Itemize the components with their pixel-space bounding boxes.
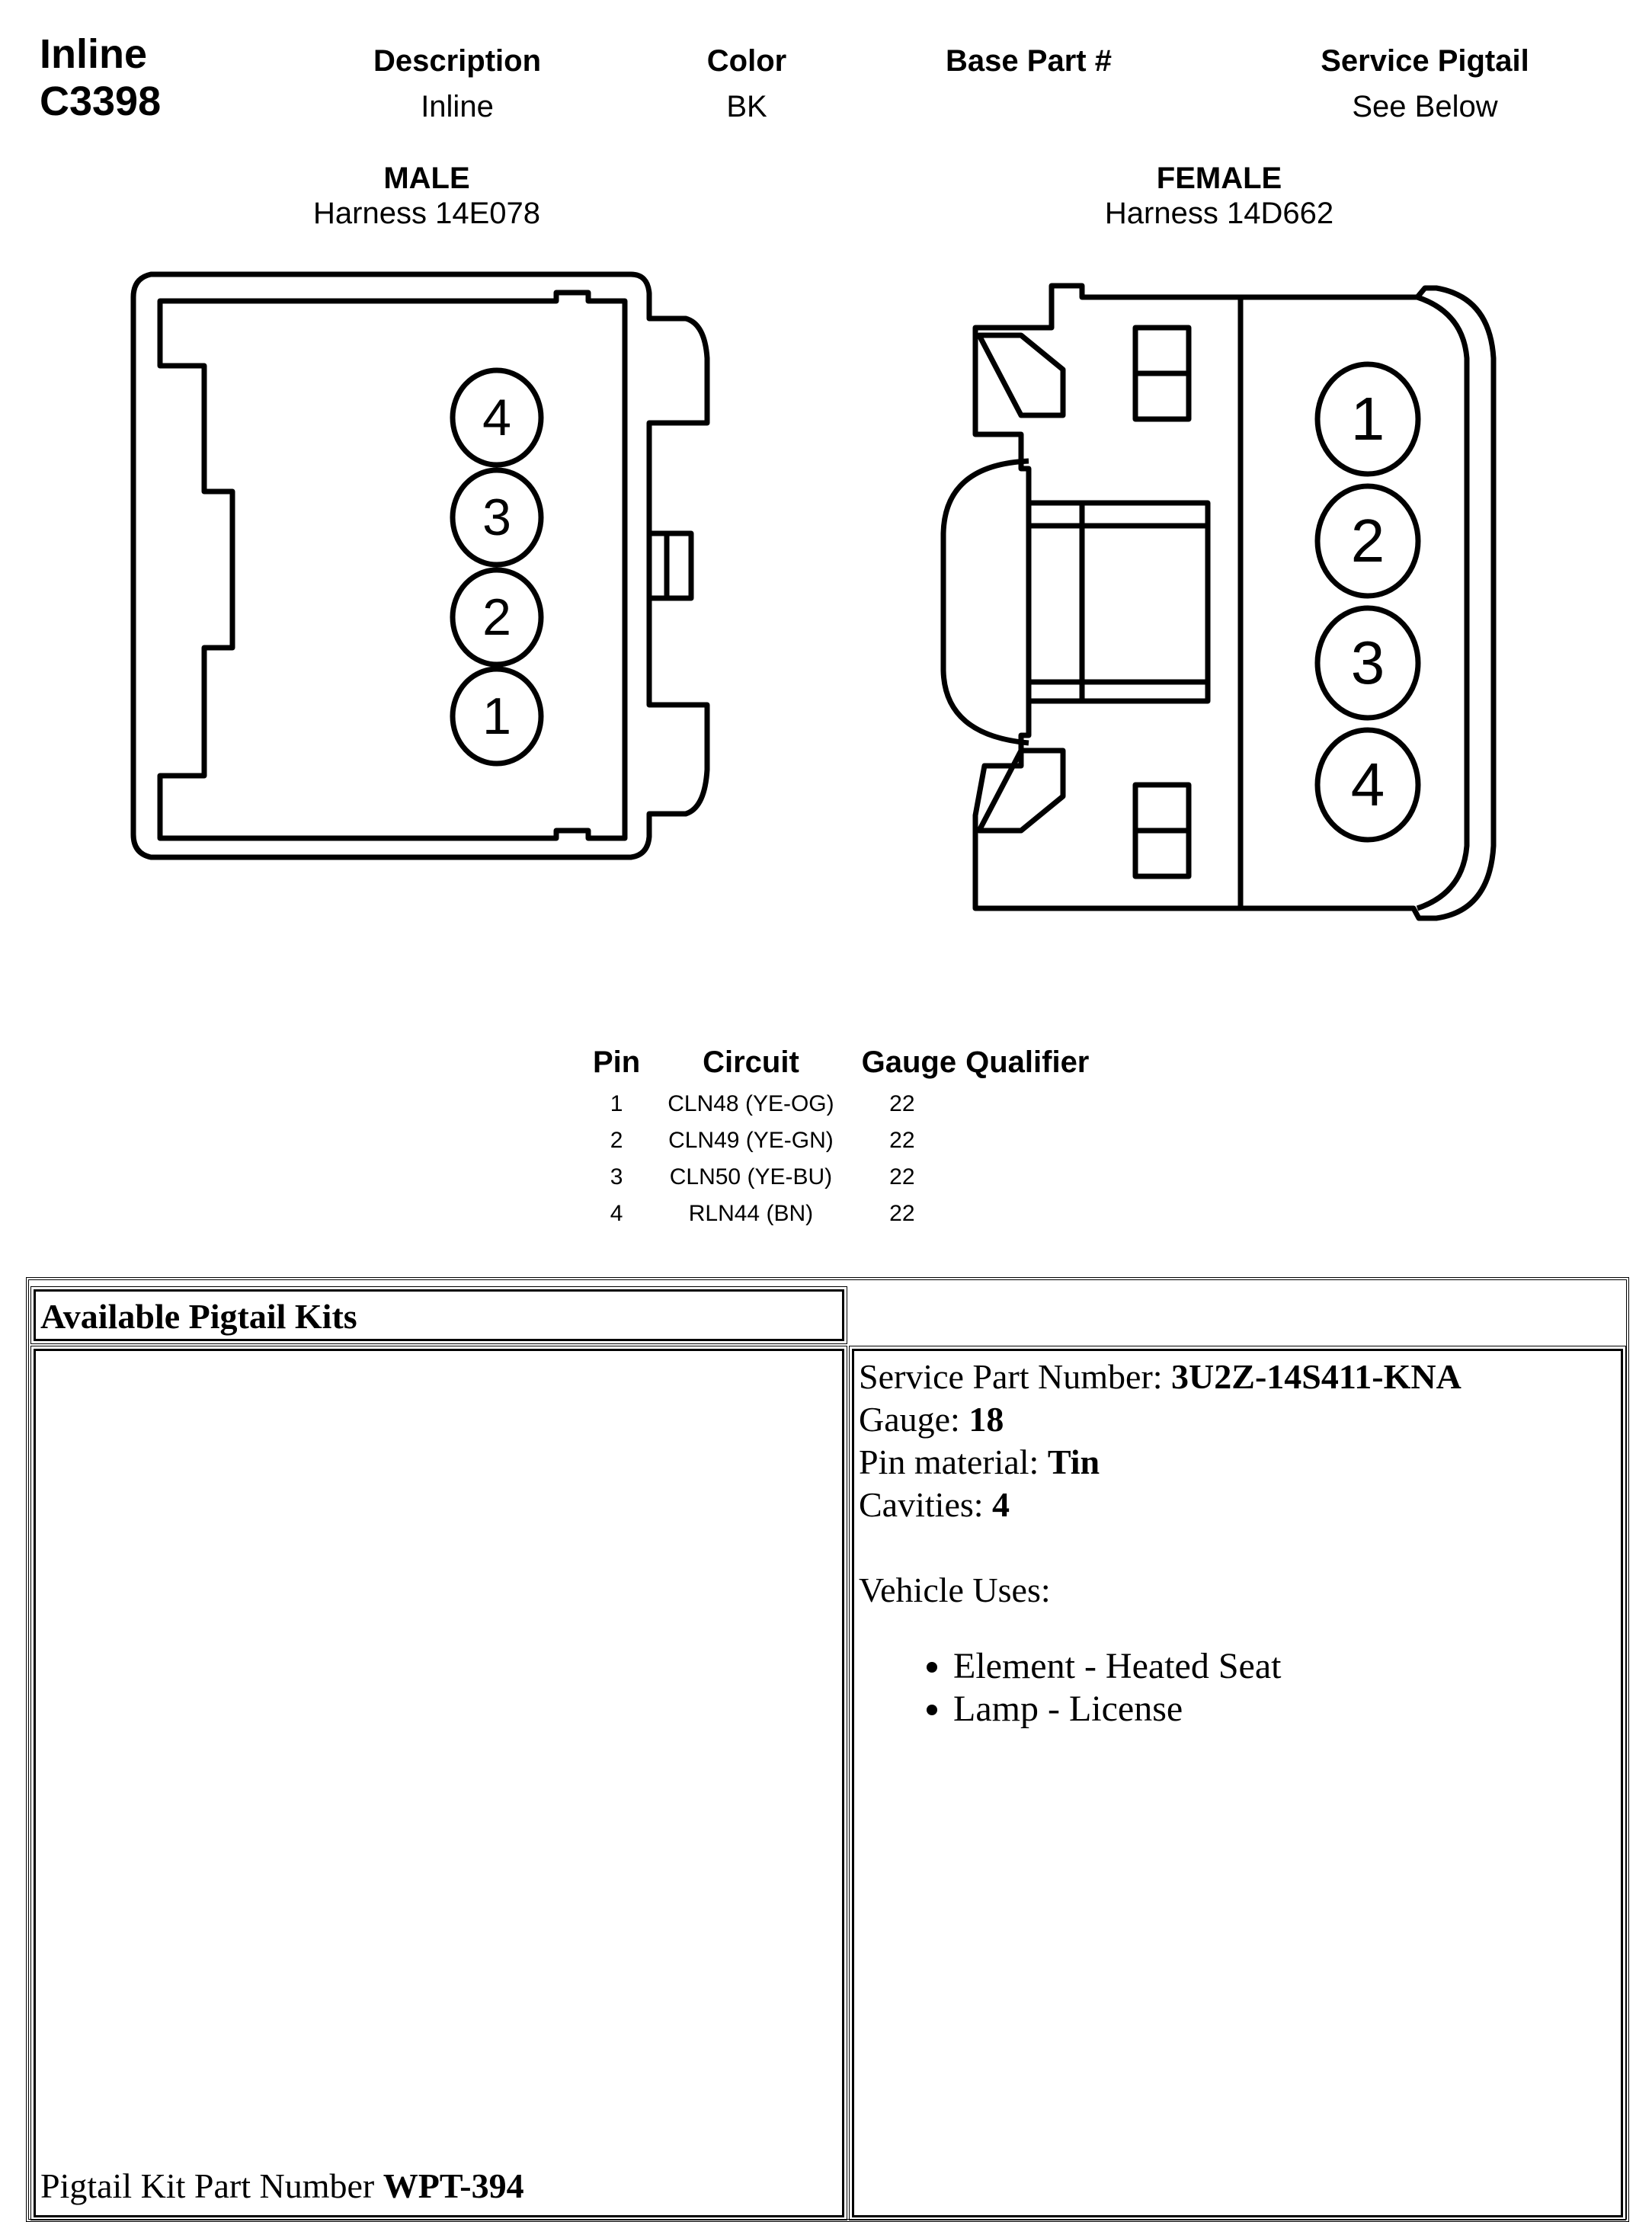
table-row: 4 RLN44 (BN) 22 — [579, 1196, 1103, 1232]
list-item: Lamp - License — [953, 1688, 1462, 1731]
female-pin-cavity — [1314, 727, 1421, 843]
male-label: MALE — [383, 162, 470, 195]
gauge-line: Gauge: 18 — [859, 1398, 1462, 1441]
male-pin-number: 3 — [482, 488, 511, 546]
female-pin-number: 2 — [1350, 507, 1385, 575]
gauge-cell: 22 — [889, 1164, 915, 1189]
female-label: FEMALE — [1156, 162, 1282, 195]
pigtail-details: Service Part Number: 3U2Z-14S411-KNA Gau… — [859, 1356, 1462, 1731]
vehicle-uses-label: Vehicle Uses: — [859, 1570, 1051, 1609]
service-pigtail-value: See Below — [1352, 90, 1498, 123]
service-pigtail-header: Service Pigtail — [1321, 44, 1529, 78]
connector-id: C3398 — [40, 78, 162, 124]
description-value: Inline — [421, 90, 494, 123]
table-row: 1 CLN48 (YE-OG) 22 — [579, 1086, 1103, 1122]
kit-number-value: WPT-394 — [383, 2166, 524, 2205]
female-pin-number: 1 — [1350, 385, 1385, 453]
gauge-cell: 22 — [889, 1201, 915, 1226]
male-pin-number: 4 — [482, 389, 511, 447]
pigtail-kit-part-number: Pigtail Kit Part Number WPT-394 — [40, 2166, 524, 2206]
service-part-label: Service Part Number: — [859, 1357, 1172, 1396]
male-pin-cavity — [450, 367, 544, 468]
pin-material-value: Tin — [1047, 1442, 1100, 1481]
cavities-value: 4 — [992, 1485, 1010, 1524]
gauge-cell: 22 — [889, 1091, 915, 1116]
male-pin-number: 1 — [482, 687, 511, 745]
gauge-column-header: Gauge — [861, 1045, 957, 1079]
qualifier-column-header: Qualifier — [965, 1045, 1090, 1079]
pigtail-kits-heading-cell: Available Pigtail Kits — [30, 1286, 847, 1344]
female-pin-cavity — [1314, 605, 1421, 721]
female-pin-number: 4 — [1350, 751, 1385, 818]
pin-material-line: Pin material: Tin — [859, 1441, 1462, 1484]
list-item: Element - Heated Seat — [953, 1645, 1462, 1688]
connector-title: Inline C3398 — [40, 30, 161, 125]
pin-cell: 2 — [610, 1128, 623, 1153]
cavities-label: Cavities: — [859, 1485, 993, 1524]
table-row: 3 CLN50 (YE-BU) 22 — [579, 1159, 1103, 1196]
female-pin-number: 3 — [1350, 629, 1385, 696]
gauge-value: 18 — [968, 1400, 1004, 1439]
service-part-value: 3U2Z-14S411-KNA — [1171, 1357, 1462, 1396]
color-value: BK — [726, 90, 767, 123]
male-harness: Harness 14E078 — [313, 197, 540, 230]
base-part-header: Base Part # — [946, 44, 1112, 78]
male-pin-cavity — [450, 567, 544, 668]
pin-cell: 4 — [610, 1201, 623, 1226]
qualifier-cell — [956, 1086, 1103, 1122]
cavities-line: Cavities: 4 — [859, 1484, 1462, 1526]
pin-column-header: Pin — [593, 1045, 641, 1079]
pin-cell: 3 — [610, 1164, 623, 1189]
service-part-number: Service Part Number: 3U2Z-14S411-KNA — [859, 1356, 1462, 1398]
circuit-cell: CLN48 (YE-OG) — [668, 1091, 834, 1116]
male-pin-cavity — [450, 666, 544, 767]
circuit-column-header: Circuit — [703, 1045, 799, 1079]
circuit-cell: CLN50 (YE-BU) — [669, 1164, 833, 1189]
pin-cell: 1 — [610, 1091, 623, 1116]
female-pin-cavity — [1314, 361, 1421, 477]
pigtail-details-cell: Service Part Number: 3U2Z-14S411-KNA Gau… — [849, 1346, 1626, 2220]
pigtail-kits-heading: Available Pigtail Kits — [40, 1297, 357, 1336]
pin-table-header: Pin Circuit Gauge Qualifier — [579, 1045, 1103, 1086]
pin-material-label: Pin material: — [859, 1442, 1048, 1481]
qualifier-cell — [956, 1122, 1103, 1159]
qualifier-cell — [956, 1196, 1103, 1232]
male-pin-number: 2 — [482, 588, 511, 646]
circuit-cell: CLN49 (YE-GN) — [668, 1128, 834, 1153]
pin-circuit-table: Pin Circuit Gauge Qualifier 1 CLN48 (YE-… — [579, 1045, 1103, 1232]
vehicle-uses-list: Element - Heated Seat Lamp - License — [859, 1645, 1462, 1731]
kit-number-label: Pigtail Kit Part Number — [40, 2166, 383, 2205]
connector-type: Inline — [40, 31, 148, 77]
color-header: Color — [706, 44, 787, 78]
qualifier-cell — [956, 1159, 1103, 1196]
table-row: 2 CLN49 (YE-GN) 22 — [579, 1122, 1103, 1159]
gauge-label: Gauge: — [859, 1400, 969, 1439]
description-header: Description — [373, 44, 542, 78]
female-connector-diagram — [940, 283, 1497, 921]
circuit-cell: RLN44 (BN) — [688, 1201, 814, 1226]
female-pin-cavity — [1314, 483, 1421, 599]
female-harness: Harness 14D662 — [1104, 197, 1334, 230]
male-pin-cavity — [450, 467, 544, 568]
male-connector-diagram — [130, 271, 710, 860]
pigtail-image-cell: Pigtail Kit Part Number WPT-394 — [30, 1346, 847, 2220]
gauge-cell: 22 — [889, 1128, 915, 1153]
